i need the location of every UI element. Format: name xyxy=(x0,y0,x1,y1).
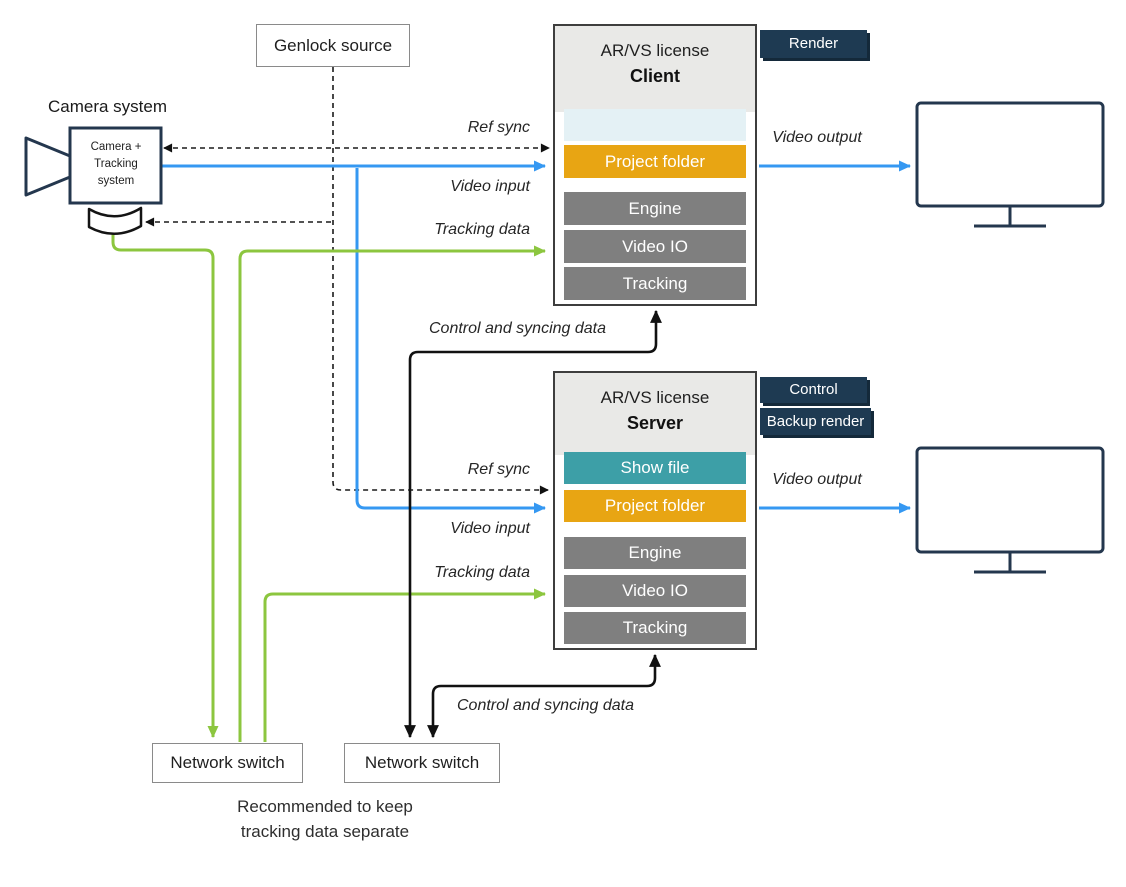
camera-body-shape xyxy=(68,126,163,205)
camera-system-title: Camera system xyxy=(48,97,168,116)
server-module-show-file: Show file xyxy=(564,452,746,484)
server-module-tracking: Tracking xyxy=(564,612,746,644)
client-empty-slot xyxy=(564,109,746,141)
client-name-label: Client xyxy=(629,66,680,86)
label-tracking-data-client: Tracking data xyxy=(434,221,530,238)
label-video-output-server: Video output xyxy=(772,471,862,488)
client-module-project-folder: Project folder xyxy=(564,145,746,178)
server-module-video-io: Video IO xyxy=(564,575,746,607)
network-switch-right-node: Network switch xyxy=(344,743,500,783)
client-module-engine: Engine xyxy=(564,192,746,225)
camera-box-label: Camera + Tracking system xyxy=(90,141,142,187)
client-node: AR/VS license Client Project folder Engi… xyxy=(553,24,757,306)
label-tracking-data-server: Tracking data xyxy=(434,564,530,581)
server-license-label: AR/VS license xyxy=(600,388,710,407)
tracking-note-line1: Recommended to keep xyxy=(237,797,413,816)
label-control-server: Control and syncing data xyxy=(457,697,634,714)
tracking-note: Recommended to keep tracking data separa… xyxy=(214,794,436,844)
server-badge-control: Control xyxy=(760,377,867,403)
edge-video-input-server-line xyxy=(355,168,546,514)
tracking-sensor-icon xyxy=(87,206,143,235)
monitor-screen xyxy=(915,446,1105,554)
client-module-tracking: Tracking xyxy=(564,267,746,300)
tracking-note-line2: tracking data separate xyxy=(240,822,410,841)
edge-tracking-camera-to-switch-line xyxy=(111,234,219,738)
monitor-icon-server xyxy=(915,446,1105,574)
edge-control-server-line xyxy=(427,653,661,739)
label-video-input-server: Video input xyxy=(450,520,530,537)
label-ref-sync-server: Ref sync xyxy=(467,461,530,478)
genlock-source-node: Genlock source xyxy=(256,24,410,67)
camera-lens-shape xyxy=(24,136,72,197)
label-video-output-client: Video output xyxy=(772,129,862,146)
server-name-label: Server xyxy=(626,413,684,433)
server-header: AR/VS license Server xyxy=(555,373,755,455)
client-header: AR/VS license Client xyxy=(555,26,755,112)
label-ref-sync-client: Ref sync xyxy=(467,119,530,136)
server-node: AR/VS license Server Show file Project f… xyxy=(553,371,757,650)
label-control-client: Control and syncing data xyxy=(429,320,606,337)
server-module-engine: Engine xyxy=(564,537,746,569)
network-switch-left-node: Network switch xyxy=(152,743,303,783)
monitor-screen xyxy=(915,101,1105,208)
client-badge-render: Render xyxy=(760,30,867,58)
server-badge-backup-render: Backup render xyxy=(760,408,871,435)
label-video-input-client: Video input xyxy=(450,178,530,195)
camera-icon xyxy=(24,126,163,235)
client-license-label: AR/VS license xyxy=(600,41,710,60)
server-module-project-folder: Project folder xyxy=(564,490,746,522)
edge-tracking-data-server-line xyxy=(263,588,546,742)
client-module-video-io: Video IO xyxy=(564,230,746,263)
monitor-icon-client xyxy=(915,101,1105,228)
